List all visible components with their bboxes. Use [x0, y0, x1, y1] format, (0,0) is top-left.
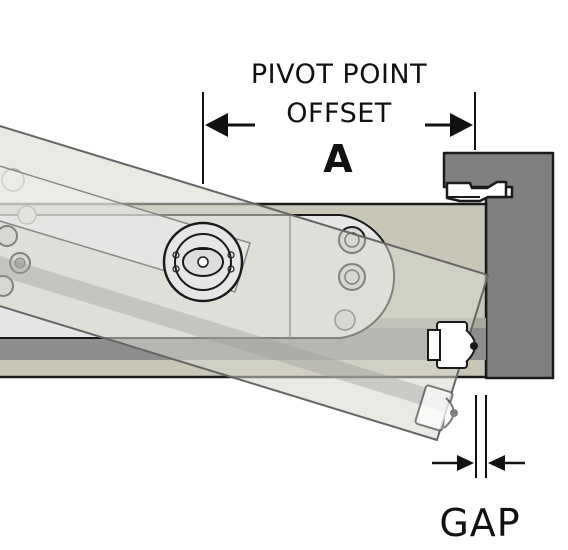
arrow-icon	[488, 455, 505, 471]
pivot-offset-dimension	[202, 92, 476, 184]
pivot-hinge-icon	[427, 321, 478, 369]
pivot-label-line2: OFFSET	[286, 98, 392, 129]
arrow-icon	[457, 455, 474, 471]
arrow-icon	[450, 113, 473, 137]
gap-label: GAP	[439, 501, 520, 545]
arrow-icon	[205, 113, 228, 137]
pivot-label-line1: PIVOT POINT	[251, 59, 427, 90]
door-open-ghost	[0, 125, 490, 442]
pivot-spindle-icon	[162, 221, 244, 303]
pivot-label-letter: A	[323, 137, 353, 181]
door-frame	[442, 151, 555, 380]
gap-dimension	[432, 395, 525, 478]
pivot-hinge-icon	[414, 384, 458, 432]
